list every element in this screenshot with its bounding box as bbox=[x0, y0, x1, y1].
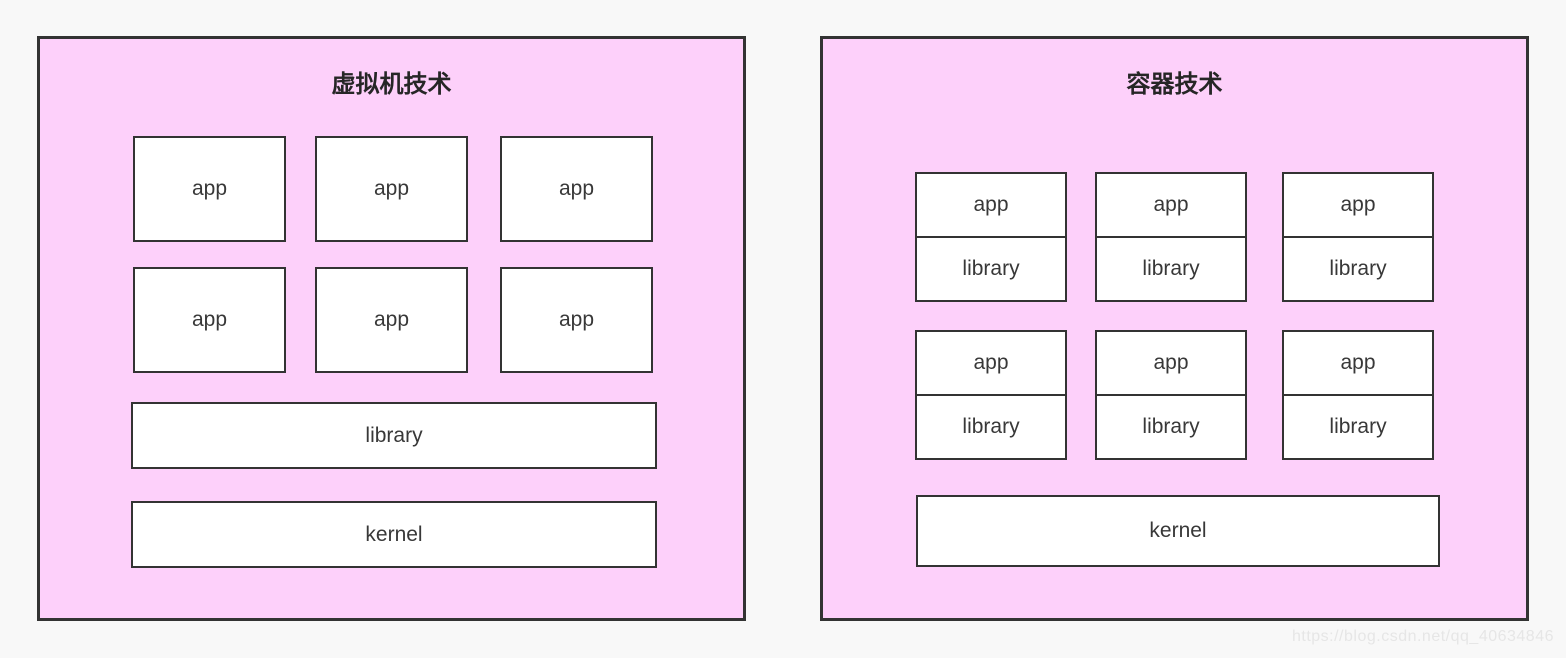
container-pair: app library bbox=[915, 172, 1067, 302]
vm-app-label: app bbox=[373, 177, 410, 200]
vm-app-box: app bbox=[500, 267, 653, 373]
container-pair: app library bbox=[1095, 330, 1247, 460]
container-library-label: library bbox=[1329, 257, 1387, 280]
vm-kernel-bar: kernel bbox=[131, 501, 657, 568]
container-app-label: app bbox=[1340, 193, 1376, 216]
container-library-cell: library bbox=[1097, 238, 1245, 300]
container-pair: app library bbox=[1282, 330, 1434, 460]
vm-app-box: app bbox=[315, 136, 468, 242]
container-panel: 容器技术 app library app library app library bbox=[820, 36, 1529, 621]
vm-app-box: app bbox=[500, 136, 653, 242]
vm-app-label: app bbox=[373, 308, 410, 331]
vm-library-bar: library bbox=[131, 402, 657, 469]
container-app-label: app bbox=[1153, 193, 1189, 216]
container-library-cell: library bbox=[1284, 396, 1432, 458]
vm-panel: 虚拟机技术 app app app app app app library ke… bbox=[37, 36, 746, 621]
container-library-cell: library bbox=[917, 238, 1065, 300]
container-app-label: app bbox=[973, 193, 1009, 216]
container-app-cell: app bbox=[1284, 332, 1432, 396]
vm-app-box: app bbox=[315, 267, 468, 373]
container-app-cell: app bbox=[1097, 332, 1245, 396]
container-library-label: library bbox=[1142, 415, 1200, 438]
container-library-label: library bbox=[962, 415, 1020, 438]
vm-app-box: app bbox=[133, 267, 286, 373]
vm-app-box: app bbox=[133, 136, 286, 242]
container-library-label: library bbox=[1142, 257, 1200, 280]
vm-app-label: app bbox=[191, 308, 228, 331]
vm-app-label: app bbox=[558, 308, 595, 331]
container-library-label: library bbox=[962, 257, 1020, 280]
vm-panel-title: 虚拟机技术 bbox=[331, 71, 452, 98]
container-app-cell: app bbox=[1284, 174, 1432, 238]
vm-library-label: library bbox=[365, 423, 423, 447]
container-pair: app library bbox=[1095, 172, 1247, 302]
container-app-label: app bbox=[1153, 351, 1189, 374]
container-app-label: app bbox=[1340, 351, 1376, 374]
container-app-cell: app bbox=[917, 174, 1065, 238]
container-kernel-label: kernel bbox=[1149, 519, 1207, 542]
watermark: https://blog.csdn.net/qq_40634846 bbox=[1291, 628, 1554, 645]
container-kernel-bar: kernel bbox=[916, 495, 1440, 567]
container-pair: app library bbox=[915, 330, 1067, 460]
vm-app-label: app bbox=[558, 177, 595, 200]
container-pair: app library bbox=[1282, 172, 1434, 302]
container-library-cell: library bbox=[917, 396, 1065, 458]
container-panel-title: 容器技术 bbox=[1126, 71, 1223, 98]
container-library-cell: library bbox=[1097, 396, 1245, 458]
container-app-cell: app bbox=[917, 332, 1065, 396]
vm-kernel-label: kernel bbox=[365, 522, 423, 546]
container-app-label: app bbox=[973, 351, 1009, 374]
container-library-label: library bbox=[1329, 415, 1387, 438]
container-library-cell: library bbox=[1284, 238, 1432, 300]
vm-app-label: app bbox=[191, 177, 228, 200]
container-app-cell: app bbox=[1097, 174, 1245, 238]
